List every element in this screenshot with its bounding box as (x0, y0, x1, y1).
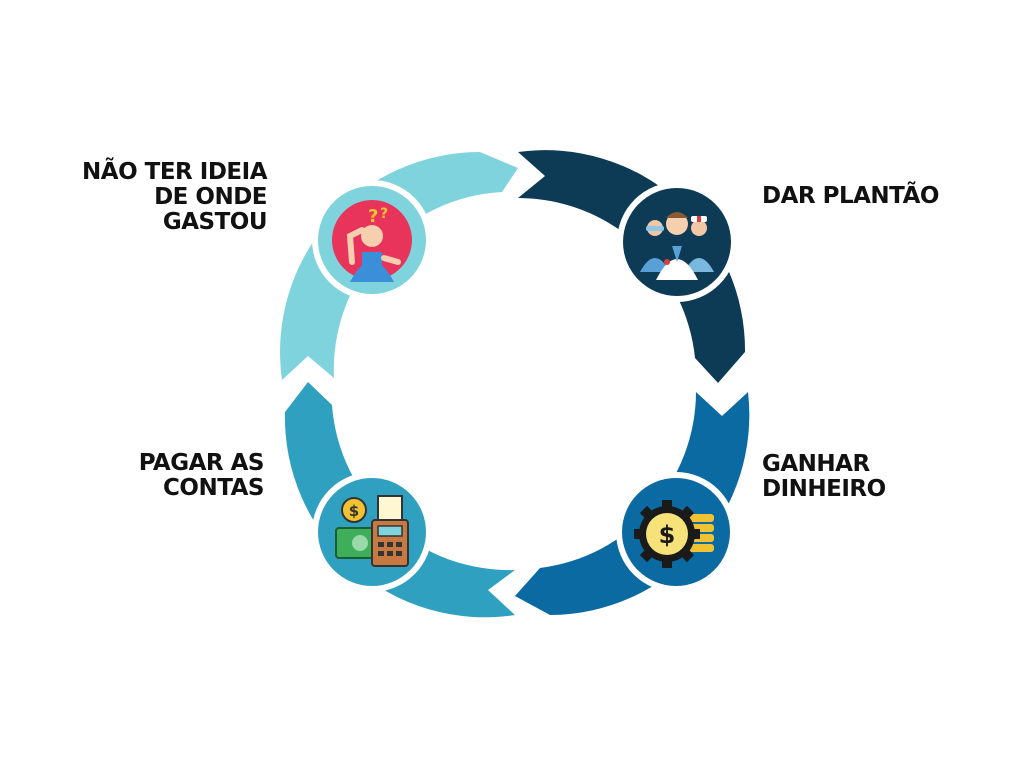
svg-text:$: $ (659, 521, 676, 549)
arc-nao-ter-ideia (280, 152, 518, 380)
svg-text:?: ? (380, 206, 388, 222)
step-icon-ganhar-dinheiro: $ (616, 472, 736, 592)
bill-payment-icon: $ (335, 495, 409, 567)
step-icon-pagar-contas: $ (312, 472, 432, 592)
label-pagar-contas: PAGAR AS CONTAS (138, 450, 265, 501)
arc-ganhar-dinheiro (515, 392, 750, 615)
label-ganhar-dinheiro: GANHAR DINHEIRO (762, 451, 886, 502)
medical-team-icon (640, 212, 714, 280)
step-icon-dar-plantao (617, 182, 737, 302)
label-nao-ter-ideia: NÃO TER IDEIA DE ONDE GASTOU (82, 159, 267, 235)
svg-text:?: ? (368, 206, 378, 227)
money-gear-icon: $ (634, 500, 714, 568)
label-dar-plantao: DAR PLANTÃO (762, 183, 939, 209)
svg-text:$: $ (349, 502, 359, 520)
confused-person-icon: ? ? (332, 200, 412, 282)
step-icon-nao-ter-ideia: ? ? (312, 180, 432, 300)
